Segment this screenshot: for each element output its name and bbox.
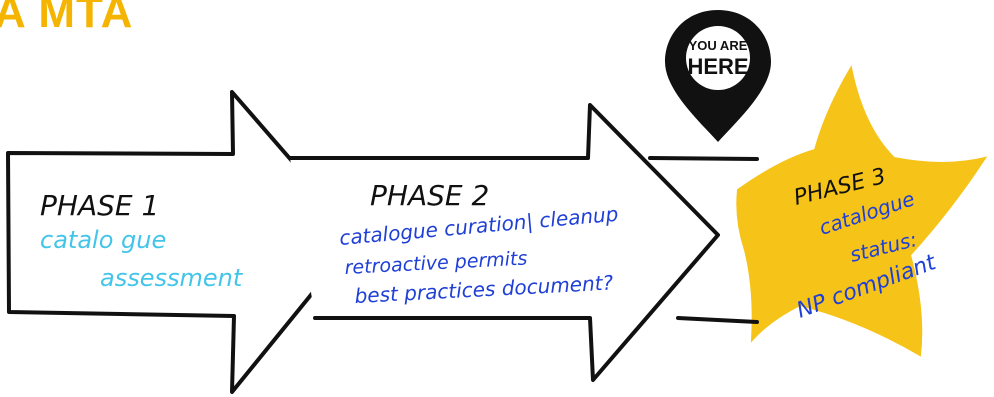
phase-2-heading: PHASE 2 — [370, 179, 489, 212]
pin-label-bottom: HERE — [687, 54, 748, 79]
phase-3-arrow-bottom — [676, 316, 759, 324]
phase-3-star — [736, 65, 988, 357]
map-pin-icon: YOU ARE HERE — [665, 10, 771, 142]
phase-1-heading: PHASE 1 — [40, 189, 159, 222]
phase-1-line-2: assessment — [100, 264, 244, 292]
pin-label-top: YOU ARE — [689, 38, 748, 53]
phase-1-arrow — [6, 90, 360, 394]
page-title: A MTA — [0, 0, 134, 37]
phase-3-arrow-top — [648, 156, 759, 161]
phase-1-line-1: catalo gue — [40, 226, 166, 254]
phase-2-arrow — [288, 103, 720, 382]
